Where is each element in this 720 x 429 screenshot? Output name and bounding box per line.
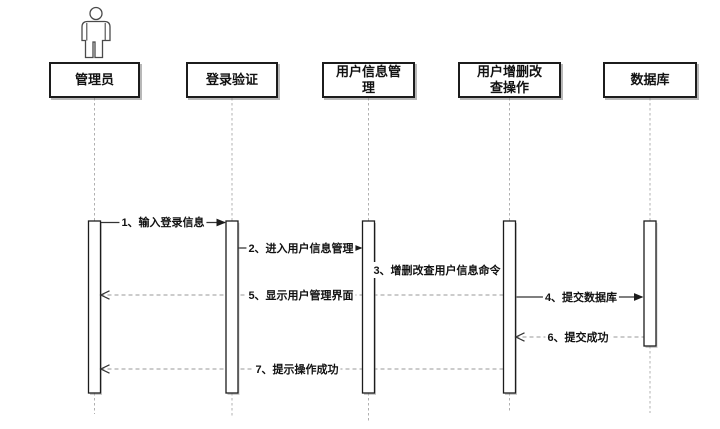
activation-database [643,220,657,347]
participant-database-label: 数据库 [630,71,670,87]
participant-admin: 管理员 [49,62,140,98]
participant-login-verify: 登录验证 [186,62,278,98]
message-7-label: 7、提示操作成功 [253,361,341,377]
participant-admin-label: 管理员 [74,71,114,87]
message-6-arrowhead-icon [514,332,525,342]
participant-user-info-mgmt: 用户信息管理 [322,62,415,98]
message-3-label: 3、增删改查用户信息命令 [371,262,503,278]
message-5-arrowhead-icon [99,290,110,300]
message-2-label: 2、进入用户信息管理 [246,240,356,256]
message-5-label: 5、显示用户管理界面 [246,287,356,303]
lifelines [94,98,651,422]
participant-database: 数据库 [603,62,697,98]
actor-icon [81,6,111,59]
message-4-arrowhead-icon [634,293,644,301]
message-1-label: 1、输入登录信息 [119,214,207,230]
message-7-arrowhead-icon [99,364,110,374]
activation-login-verify [225,220,239,394]
participant-user-info-mgmt-label: 用户信息管理 [335,63,401,95]
message-4-label: 4、提交数据库 [542,289,620,305]
message-1-arrowhead-icon [216,218,226,227]
participant-login-verify-label: 登录验证 [205,71,258,87]
activation-user-info-mgmt [361,220,376,394]
activation-admin [87,220,102,394]
activation-user-crud [502,220,517,394]
message-6-label: 6、提交成功 [545,329,611,345]
participant-user-crud-label: 用户增删改查操作 [476,63,542,95]
participant-user-crud: 用户增删改查操作 [458,62,561,98]
